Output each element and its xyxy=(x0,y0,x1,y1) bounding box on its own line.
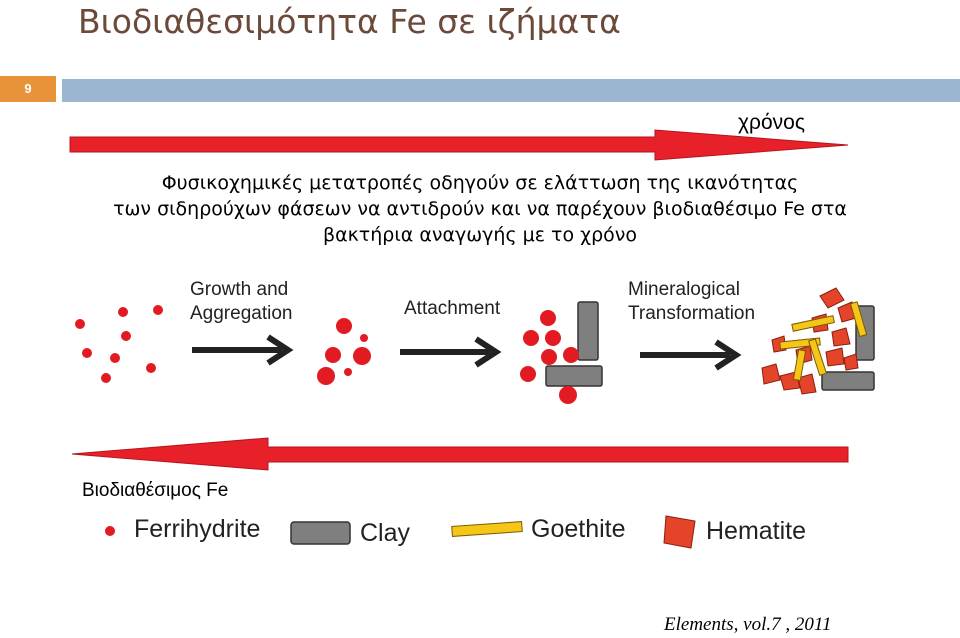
stage-label-growth: Growth and Aggregation xyxy=(190,278,292,326)
description-line-1: Φυσικοχημικές μετατροπές οδηγούν σε ελάτ… xyxy=(161,172,799,194)
time-arrow-label: χρόνος xyxy=(738,111,805,134)
yellow-bar-icon xyxy=(451,521,523,537)
legend-label-hematite: Hematite xyxy=(706,517,807,545)
ferrihydrite-particle xyxy=(540,310,556,326)
stage-label-line: Aggregation xyxy=(190,303,293,324)
process-arrow-growth xyxy=(192,334,294,366)
ferrihydrite-particle xyxy=(545,330,561,346)
ferrihydrite-particle xyxy=(336,318,352,334)
ferrihydrite-particle xyxy=(541,349,557,365)
description-line-2: των σιδηρούχων φάσεων να αντιδρούν και ν… xyxy=(113,198,847,220)
page-number: 9 xyxy=(0,76,56,102)
gray-bar-icon xyxy=(290,521,351,545)
clay-particle xyxy=(577,301,599,361)
stage-label-line: Transformation xyxy=(628,303,756,324)
legend-label-clay: Clay xyxy=(360,519,411,547)
ferrihydrite-particle xyxy=(353,347,371,365)
red-dot-icon xyxy=(105,526,115,536)
goethite-particle xyxy=(849,301,868,338)
ferrihydrite-particle xyxy=(344,368,352,376)
hematite-particle xyxy=(843,353,859,371)
citation: Elements, vol.7 , 2011 xyxy=(664,614,832,635)
description-text: Φυσικοχημικές μετατροπές οδηγούν σε ελάτ… xyxy=(40,170,920,248)
stage-label-transformation: Mineralogical Transformation xyxy=(628,278,755,326)
clay-particle xyxy=(821,371,875,391)
ferrihydrite-particle xyxy=(101,373,111,383)
legend-label-goethite: Goethite xyxy=(531,515,626,543)
hematite-particle xyxy=(761,363,781,385)
stage-aggregated-ferrihydrite xyxy=(317,318,371,385)
clay-particle xyxy=(545,365,603,387)
goethite-particle xyxy=(792,349,807,382)
ferrihydrite-particle xyxy=(121,331,131,341)
stage-label-line: Growth and xyxy=(190,279,289,300)
ferrihydrite-particle xyxy=(110,353,120,363)
ferrihydrite-particle xyxy=(153,305,163,315)
stage-dispersed-ferrihydrite xyxy=(75,305,163,383)
stage-attached-to-clay xyxy=(520,301,603,404)
ferrihydrite-particle xyxy=(82,348,92,358)
ferrihydrite-particle xyxy=(563,347,579,363)
slide-title: Βιοδιαθεσιμότητα Fe σε ιζήματα xyxy=(78,2,621,41)
ferrihydrite-particle xyxy=(317,367,335,385)
hematite-particle xyxy=(825,347,845,367)
time-arrow xyxy=(69,129,849,161)
hematite-particle xyxy=(797,373,817,395)
red-parallelogram-icon xyxy=(663,515,696,549)
stage-label-line: Attachment xyxy=(404,298,501,319)
stage-label-line: Mineralogical xyxy=(628,279,740,300)
ferrihydrite-particle xyxy=(360,334,368,342)
stage-transformed-minerals xyxy=(761,287,875,395)
header-bar xyxy=(62,79,960,102)
hematite-particle xyxy=(819,287,845,309)
goethite-particle xyxy=(791,315,835,332)
bioavailability-arrow xyxy=(71,437,849,471)
ferrihydrite-particle xyxy=(559,386,577,404)
ferrihydrite-particle xyxy=(520,366,536,382)
ferrihydrite-particle xyxy=(325,347,341,363)
ferrihydrite-particle xyxy=(118,307,128,317)
process-arrow-attachment xyxy=(400,336,502,368)
ferrihydrite-particle xyxy=(146,363,156,373)
stage-label-attachment: Attachment xyxy=(404,297,500,321)
process-arrow-transformation xyxy=(640,339,742,371)
ferrihydrite-particle xyxy=(75,319,85,329)
goethite-particle xyxy=(808,338,828,376)
bioavailability-label: Βιοδιαθέσιμος Fe xyxy=(82,480,229,501)
description-line-3: βακτήρια αναγωγής με το χρόνο xyxy=(322,224,638,246)
legend-label-ferrihydrite: Ferrihydrite xyxy=(134,515,261,543)
hematite-particle xyxy=(831,327,851,347)
ferrihydrite-particle xyxy=(523,330,539,346)
